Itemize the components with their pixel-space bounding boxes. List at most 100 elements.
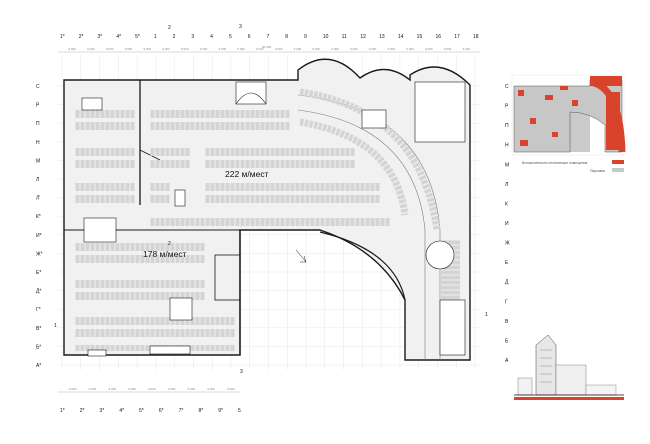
axis-label-left: Н bbox=[36, 140, 40, 146]
dimension-label-top: 9 000 bbox=[388, 47, 396, 51]
dimension-label-bottom: 9 000 bbox=[188, 387, 196, 391]
axis-label-top: 18 bbox=[473, 34, 479, 40]
axis-label-top: 15 bbox=[417, 34, 423, 40]
dimension-label-bottom: 9 000 bbox=[89, 387, 97, 391]
capacity-lower-label: 178 м/мест bbox=[143, 249, 187, 259]
axis-label-bottom: 9* bbox=[218, 408, 223, 414]
total-dimension: 90 000 bbox=[262, 45, 272, 49]
axis-label-right: В bbox=[505, 319, 509, 325]
dimension-label-bottom: 9 000 bbox=[69, 387, 77, 391]
dimension-label-top: 9 000 bbox=[219, 47, 227, 51]
axis-label-top: 17 bbox=[454, 34, 460, 40]
axis-label-top: 4 bbox=[210, 34, 213, 40]
axis-label-top: 6 bbox=[248, 34, 251, 40]
dimension-label-top: 9 000 bbox=[256, 47, 264, 51]
building-outline bbox=[63, 58, 471, 361]
dimension-label-top: 9 000 bbox=[444, 47, 452, 51]
axis-label-top: 2* bbox=[79, 34, 84, 40]
axis-label-right: К bbox=[505, 201, 508, 207]
dimension-strings: 90 000 bbox=[58, 45, 480, 393]
axis-label-top: 13 bbox=[379, 34, 385, 40]
axis-label-left: Л' bbox=[36, 196, 40, 202]
axis-label-top: 8 bbox=[285, 34, 288, 40]
dimension-label-top: 9 000 bbox=[275, 47, 283, 51]
axis-label-left: К* bbox=[36, 214, 41, 220]
dimension-label-top: 9 000 bbox=[425, 47, 433, 51]
axis-label-right: Г bbox=[505, 299, 508, 305]
axis-label-top: 16 bbox=[435, 34, 441, 40]
axis-label-left: М bbox=[36, 158, 40, 164]
legend-item-technical-swatch bbox=[612, 160, 624, 164]
dimension-label-top: 9 000 bbox=[181, 47, 189, 51]
dimension-label-top: 9 000 bbox=[237, 47, 245, 51]
axis-label-bottom: 5* bbox=[139, 408, 144, 414]
axis-label-top: 14 bbox=[398, 34, 404, 40]
axis-label-top: 10 bbox=[323, 34, 329, 40]
axis-label-bottom: 4* bbox=[119, 408, 124, 414]
axis-label-top: 2 bbox=[173, 34, 176, 40]
dimension-label-top: 9 000 bbox=[312, 47, 320, 51]
axis-label-right: А bbox=[505, 358, 509, 364]
parking-stalls bbox=[75, 88, 460, 351]
dimension-label-top: 9 000 bbox=[406, 47, 414, 51]
dimension-label-top: 9 000 bbox=[143, 47, 151, 51]
axis-label-top: 12 bbox=[360, 34, 366, 40]
axis-label-bottom: 5 bbox=[238, 408, 241, 414]
axis-label-left: Г* bbox=[36, 307, 41, 313]
axis-label-left: С bbox=[36, 84, 40, 90]
axis-label-right: Р bbox=[505, 104, 509, 110]
axis-label-right: Н bbox=[505, 143, 509, 149]
section-mark-right: 1 bbox=[485, 312, 488, 318]
dimension-label-bottom: 9 000 bbox=[148, 387, 156, 391]
axis-label-top: 5 bbox=[229, 34, 232, 40]
axis-label-left: А* bbox=[36, 363, 41, 369]
axis-label-right: Ж bbox=[505, 241, 510, 247]
axis-label-right: Д bbox=[505, 280, 509, 286]
axis-label-top: 1* bbox=[60, 34, 65, 40]
legend: Вспомогательно-технические помещения Пар… bbox=[522, 160, 624, 173]
axis-label-top: 11 bbox=[342, 34, 347, 40]
axis-label-left: И* bbox=[36, 233, 42, 239]
axis-label-left: В* bbox=[36, 326, 41, 332]
axis-label-bottom: 7* bbox=[179, 408, 184, 414]
dimension-labels: 9 000 9 000 9 000 9 000 9 000 9 000 9 000 9 000… bbox=[68, 47, 470, 391]
axis-label-left: Д* bbox=[36, 289, 41, 295]
axis-label-left: Ж* bbox=[36, 251, 43, 257]
axis-label-top: 1 bbox=[154, 34, 157, 40]
axis-label-left: Л bbox=[36, 177, 39, 183]
legend-item-technical-label: Вспомогательно-технические помещения bbox=[522, 161, 587, 165]
axis-label-right: Б bbox=[505, 338, 509, 344]
dimension-label-top: 9 000 bbox=[106, 47, 114, 51]
legend-item-parking-swatch bbox=[612, 168, 624, 172]
dimension-label-bottom: 9 000 bbox=[168, 387, 176, 391]
axis-label-bottom: 8* bbox=[198, 408, 203, 414]
section-mark-left: 1 bbox=[54, 323, 57, 329]
section-mark-bottom: 3 bbox=[240, 369, 243, 375]
dimension-label-top: 9 000 bbox=[331, 47, 339, 51]
section-mark-top-a: 2 bbox=[168, 25, 171, 31]
axis-label-top: 9 bbox=[304, 34, 307, 40]
axis-label-top: 5* bbox=[135, 34, 140, 40]
dimension-label-top: 9 000 bbox=[463, 47, 471, 51]
cores-and-stairs bbox=[81, 81, 466, 357]
dimension-label-top: 9 000 bbox=[350, 47, 358, 51]
axis-label-top: 3 bbox=[191, 34, 194, 40]
axis-label-right: М bbox=[505, 162, 509, 168]
dimension-label-bottom: 9 000 bbox=[207, 387, 215, 391]
section-mark-mid: 2 bbox=[168, 241, 171, 247]
axis-label-top: 4* bbox=[116, 34, 121, 40]
section-elevation-thumbnail bbox=[512, 320, 624, 405]
dimension-label-top: 9 000 bbox=[200, 47, 208, 51]
dimension-label-bottom: 9 000 bbox=[128, 387, 136, 391]
axis-label-right: П bbox=[505, 123, 509, 129]
axis-label-right: Е bbox=[505, 260, 509, 266]
axis-label-bottom: 6* bbox=[159, 408, 164, 414]
axis-label-left: Р bbox=[36, 103, 40, 109]
dimension-label-top: 9 000 bbox=[87, 47, 95, 51]
axis-label-left: П bbox=[36, 121, 40, 127]
dimension-label-top: 9 000 bbox=[68, 47, 76, 51]
key-plan bbox=[511, 74, 626, 156]
dimension-label-top: 9 000 bbox=[369, 47, 377, 51]
capacity-upper-label: 222 м/мест bbox=[225, 169, 269, 179]
